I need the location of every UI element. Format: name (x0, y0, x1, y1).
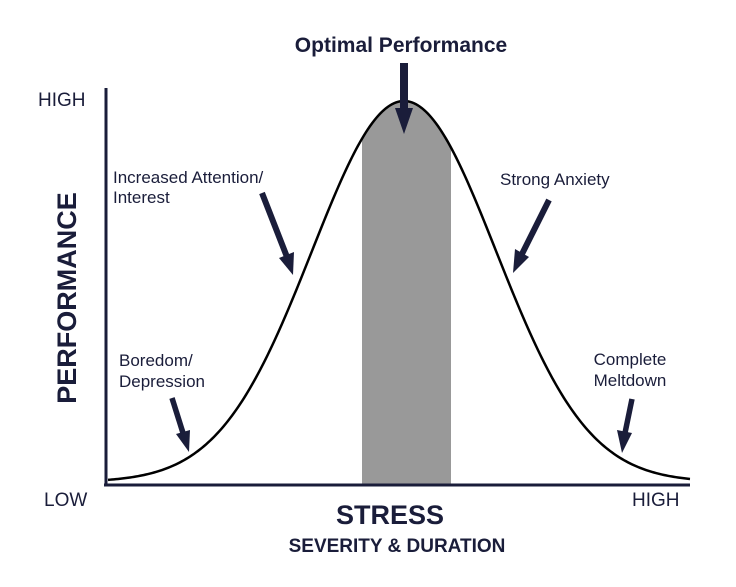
annotation-meltdown-line1: Complete (594, 350, 667, 369)
boredom-arrow-icon (169, 397, 190, 452)
x-axis-low-label: LOW (44, 490, 87, 511)
anxiety-arrow-icon (513, 198, 552, 273)
x-axis-high-label: HIGH (632, 490, 680, 511)
annotation-boredom-line2: Depression (119, 372, 205, 391)
attention-arrow-icon (259, 191, 294, 275)
optimal-band (362, 100, 451, 485)
annotation-attention-line2: Interest (113, 188, 170, 207)
y-axis-title: PERFORMANCE (52, 192, 82, 404)
annotation-boredom-line1: Boredom/ (119, 351, 193, 370)
meltdown-arrow-icon (617, 398, 635, 453)
diagram-title: Optimal Performance (295, 34, 507, 57)
x-axis-subtitle: SEVERITY & DURATION (289, 536, 506, 557)
x-axis-title: STRESS (336, 500, 444, 530)
annotation-attention-line1: Increased Attention/ (113, 168, 264, 187)
annotation-meltdown-line2: Meltdown (594, 371, 667, 390)
y-axis-high-label: HIGH (38, 90, 86, 111)
bell-curve (107, 99, 691, 482)
optimal-arrow-icon (395, 63, 413, 134)
annotation-anxiety: Strong Anxiety (500, 170, 610, 189)
